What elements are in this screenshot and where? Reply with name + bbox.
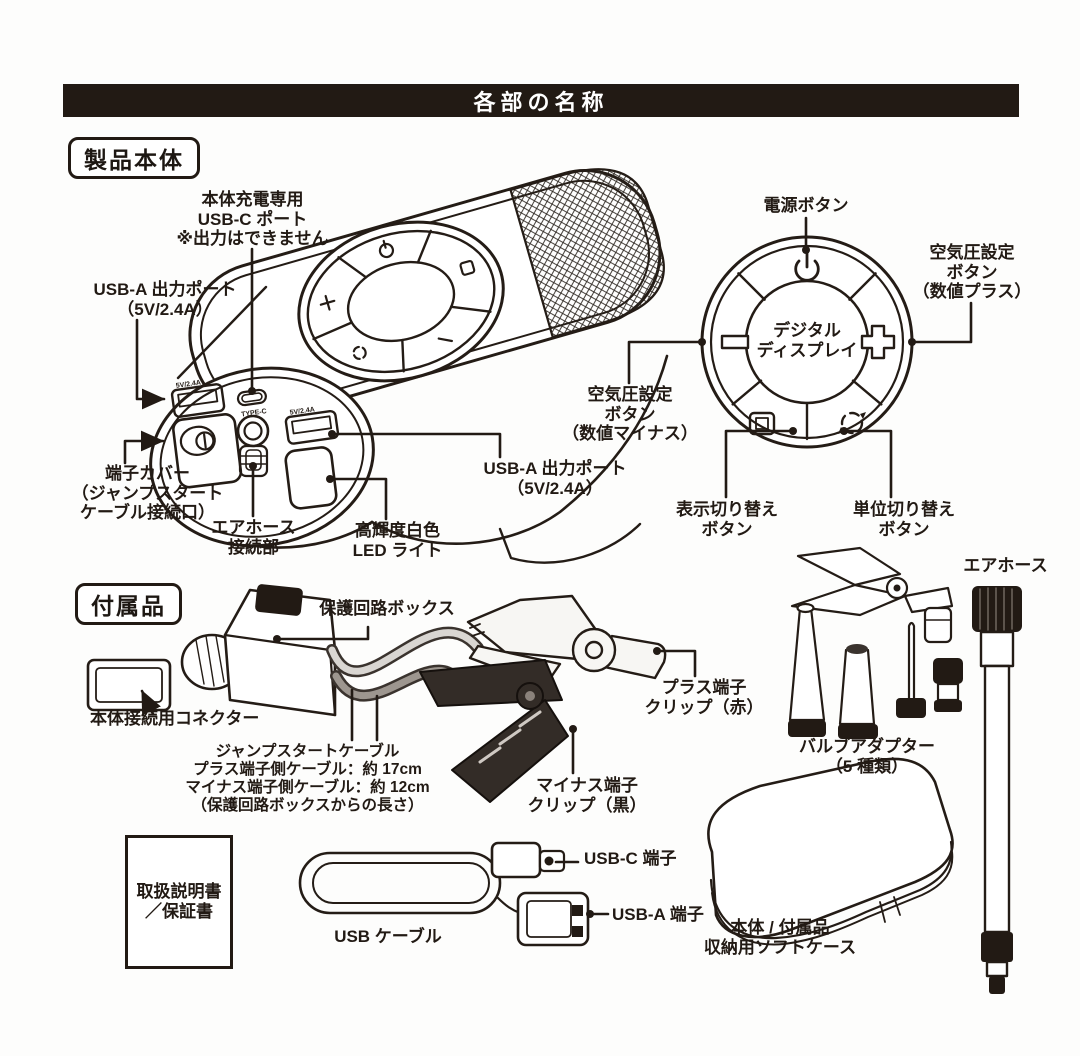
plus-clip-illustration bbox=[466, 594, 667, 688]
label-plus-clip: プラス端子 クリップ（赤） bbox=[644, 678, 764, 717]
label-soft-case: 本体 / 付属品 収納用ソフトケース bbox=[703, 918, 857, 957]
cone-adapter-large bbox=[788, 602, 826, 737]
label-led-light: 高輝度白色 LED ライト bbox=[352, 521, 443, 560]
protection-box bbox=[180, 584, 337, 717]
label-air-hose: エアホース bbox=[963, 556, 1048, 575]
label-usb-a-plug: USB-A 端子 bbox=[612, 905, 704, 924]
svg-text:TYPE-C: TYPE-C bbox=[241, 408, 267, 419]
label-digital-display: デジタル ディスプレイ bbox=[756, 321, 858, 360]
usb-a-port-right: 5V/2.4A bbox=[284, 406, 340, 445]
control-panel-diagram bbox=[700, 235, 914, 449]
label-usb-a-left: USB-A 出力ポート （5V/2.4A） bbox=[93, 280, 237, 319]
label-unit-switch: 単位切り替え ボタン bbox=[853, 500, 955, 539]
usb-a-plug-illustration bbox=[516, 891, 590, 947]
label-manual: 取扱説明書 ／保証書 bbox=[136, 882, 222, 921]
label-valve-adapter: バルブアダプター （5 種類） bbox=[799, 737, 935, 776]
label-usb-c-port: 本体充電専用 USB-C ポート ※出力はできません bbox=[176, 190, 329, 249]
minus-clip-illustration bbox=[419, 659, 569, 803]
svg-text:5V/2.4A: 5V/2.4A bbox=[289, 406, 315, 416]
label-air-hose-port: エアホース 接続部 bbox=[211, 518, 296, 557]
dial-minus-icon bbox=[437, 337, 454, 343]
needle-adapter bbox=[896, 621, 926, 718]
label-pressure-plus: 空気圧設定 ボタン （数値プラス） bbox=[912, 243, 1032, 302]
dial-display-icon bbox=[459, 259, 476, 276]
power-icon bbox=[794, 250, 820, 282]
label-usb-cable: USB ケーブル bbox=[334, 927, 442, 946]
valve-stem-adapter bbox=[933, 658, 963, 712]
leader-lines bbox=[123, 216, 973, 918]
top-dial bbox=[297, 220, 505, 383]
body-connector-plug bbox=[86, 658, 172, 712]
dial-plus-icon bbox=[319, 294, 336, 311]
usb-cable-illustration bbox=[298, 841, 590, 947]
page-title: 各部の名称 bbox=[63, 84, 1019, 117]
air-hose-illustration bbox=[972, 586, 1022, 994]
display-switch-icon bbox=[748, 411, 776, 436]
label-terminal-cover: 端子カバー （ジャンプスタート ケーブル接続口） bbox=[71, 464, 224, 523]
label-pressure-minus: 空気圧設定 ボタン （数値マイナス） bbox=[562, 385, 698, 444]
label-body-connector: 本体接続用コネクター bbox=[90, 709, 260, 728]
label-usb-a-right: USB-A 出力ポート （5V/2.4A） bbox=[483, 459, 627, 498]
accessories-illustration bbox=[86, 546, 1022, 994]
spring-clip bbox=[790, 546, 954, 644]
label-protection-box: 保護回路ボックス bbox=[319, 599, 455, 618]
usb-c-plug-illustration bbox=[490, 841, 566, 879]
cone-adapter-small bbox=[838, 644, 878, 739]
svg-text:5V/2.4A: 5V/2.4A bbox=[175, 379, 201, 389]
soft-case-illustration bbox=[707, 757, 954, 946]
section-badge-accessories: 付属品 bbox=[75, 583, 182, 625]
valve-adapters-illustration bbox=[788, 546, 963, 739]
led-light-window bbox=[284, 446, 338, 510]
label-display-switch: 表示切り替え ボタン bbox=[676, 500, 778, 539]
grip-texture bbox=[509, 168, 665, 339]
dial-unit-icon bbox=[352, 345, 367, 360]
manual-box: 取扱説明書 ／保証書 bbox=[125, 835, 233, 969]
usb-a-port-left: 5V/2.4A bbox=[170, 379, 226, 418]
minus-icon bbox=[720, 334, 750, 350]
plus-icon bbox=[860, 324, 896, 360]
label-jump-cable: ジャンプスタートケーブル プラス端子側ケーブル：約 17cm マイナス端子側ケー… bbox=[185, 743, 430, 814]
label-power-button: 電源ボタン bbox=[763, 196, 849, 215]
terminal-cover bbox=[172, 413, 243, 489]
label-minus-clip: マイナス端子 クリップ（黒） bbox=[527, 776, 647, 815]
label-usb-c-plug: USB-C 端子 bbox=[584, 849, 677, 868]
device-illustration: 5V/2.4A TYPE-C 5V/2.4A bbox=[149, 168, 669, 564]
section-badge-product: 製品本体 bbox=[68, 137, 200, 179]
